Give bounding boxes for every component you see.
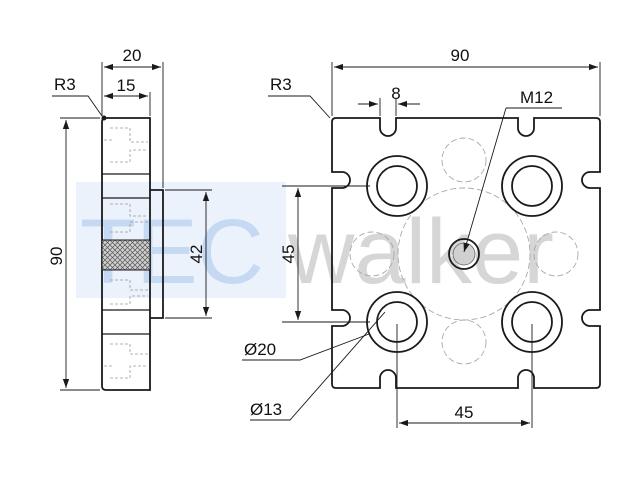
dim-front-radius-leader (268, 95, 331, 119)
side-view-dimensions: 90 20 15 42 R3 (47, 46, 212, 391)
dim-front-thread-label: M12 (520, 88, 553, 107)
front-aux-hole-top (441, 137, 487, 183)
dim-front-slot-label: 8 (391, 84, 400, 103)
front-center-thread (448, 238, 480, 270)
dim-front-horizontal-spacing-label: 45 (455, 403, 474, 422)
dim-side-boss-label: 42 (187, 245, 206, 264)
dim-front-through-hole-leader (250, 311, 386, 421)
front-view-dimensions: 90 8 M12 R3 45 45 Ø20 Ø13 (242, 46, 601, 428)
dim-side-radius-leader (52, 95, 103, 117)
side-hidden-lines (104, 127, 148, 379)
front-aux-hole-left (349, 231, 395, 277)
front-plate-outline (331, 117, 601, 389)
dim-front-through-hole-label: Ø13 (250, 400, 282, 419)
dim-side-radius-label: R3 (54, 75, 76, 94)
dim-front-counterbore-leader (242, 333, 370, 361)
dim-side-depth-label: 20 (123, 46, 142, 65)
side-boss-outline (150, 189, 164, 319)
dim-front-thread-leader (463, 107, 507, 253)
front-aux-hole-right (533, 231, 579, 277)
front-aux-hole-bottom (441, 319, 487, 365)
dim-front-counterbore-label: Ø20 (244, 340, 276, 359)
dim-side-height-label: 90 (47, 247, 66, 266)
dim-front-vertical-spacing-label: 45 (279, 245, 298, 264)
side-thread-insert (101, 239, 151, 271)
dim-front-width-label: 90 (451, 46, 470, 65)
dim-front-radius-label: R3 (270, 75, 292, 94)
side-radius-point (101, 115, 107, 121)
watermark-brand-suffix: walker (287, 201, 554, 303)
dim-side-plate-label: 15 (117, 76, 136, 95)
front-counterbore-top-right (501, 155, 563, 217)
side-view (101, 115, 164, 391)
